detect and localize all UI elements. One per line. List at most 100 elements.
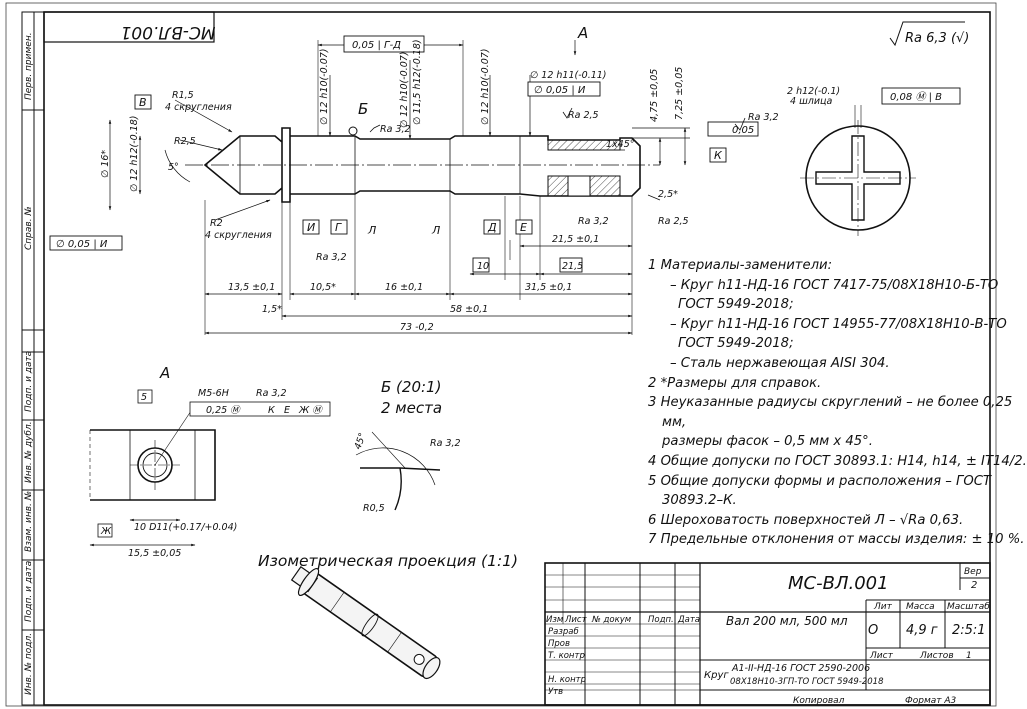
view-a-datum-zh-box: Ж [100,526,112,537]
datum-l2: Л [431,224,440,237]
note-1-sub-2: – Круг h11-НД-16 ГОСТ 14955-77/08Х18Н10-… [670,316,1007,332]
title-material-prefix: Круг [704,670,729,681]
datum-v: В [139,96,147,109]
view-b: Б (20:1) 2 места 45° Ra 3,2 R0,5 [352,378,460,514]
title-format: Формат А3 [905,696,957,706]
callout-b: Б [358,100,368,118]
view-b-subtitle: 2 места [381,399,442,417]
callout-r1-5-count: 4 скругления [165,102,232,113]
side-label-dubl: Инв. № дубл. [24,421,34,483]
title-material-line2: 08Х18Н10-3ГП-ТО ГОСТ 5949-2018 [730,677,884,687]
dia-1: ∅ 12 h10(-0.07) [319,48,330,125]
callout-angle: 5° [168,162,179,173]
datum-boxes [134,94,727,273]
title-part-name: Вал 200 мл, 500 мл [726,614,848,628]
title-col-list: Лист [564,615,588,625]
detail-b-circle [348,126,358,136]
callout-r1-5: R1,5 [172,90,194,101]
note-3-cont: мм, [662,414,687,430]
title-copied: Копировал [793,696,845,706]
top-code: МС-ВЛ.001 [121,22,216,42]
side-label-perv: Перв. примен. [24,32,34,100]
dim-10-5: 10,5* [310,282,336,293]
dim-1-5: 1,5* [262,304,282,315]
side-strip-labels: Перв. примен. Справ. № Подп. и дата Инв.… [24,32,34,695]
note-5-cont: 30893.2–К. [662,493,737,509]
spline-end-view [800,105,916,236]
title-lit-label: Лит [873,602,893,612]
dia-6: ∅ 16* [100,150,111,178]
title-mass-value: 4,9 г [906,623,938,638]
view-a-datum-zh: Ж Ⓜ [298,404,323,416]
view-a: А 5 М5-6Н Ra 3,2 0,25 Ⓜ К Е Ж Ⓜ Ж 10 D11… [89,364,331,559]
dia-5: ∅ 12 h11(-0.11) [530,70,607,81]
dim-16: 16 ±0,1 [385,282,423,293]
dim-21-5: 21,5 [562,261,583,272]
datum-k: К [714,149,723,162]
view-a-thread: М5-6Н [198,388,229,399]
top-code-box [43,11,215,43]
title-ver-label: Вер [964,567,982,577]
note-5: 5 Общие допуски формы и расположения – Г… [648,473,991,489]
isometric-view: Изометрическая проекция (1:1) [258,552,518,680]
callout-r2-count: 4 скругления [205,230,272,241]
view-a-tol: 0,25 Ⓜ [206,404,241,416]
dim-chamfer: 1x45° [606,139,635,150]
dim-73: 73 -0,2 [400,322,434,333]
dim-4-75: 4,75 ±0,05 [649,69,660,122]
title-scale-value: 2:5:1 [952,623,986,638]
dim-2-5: 2,5* [658,189,678,200]
view-b-angle: 45° [352,431,368,451]
dim-31-5: 31,5 ±0,1 [525,282,572,293]
title-role-razrab: Разраб [548,627,579,637]
title-lit-value: О [868,623,878,638]
dia-3: ∅ 11,5 h12(-0.18) [412,39,423,125]
tol-flat: 0,05 [732,125,754,136]
outer-frame [5,2,997,707]
side-label-podp1: Подп. и дата [24,351,34,412]
general-roughness-symbol [889,21,965,47]
dia-4: ∅ 12 h10(-0.07) [480,48,491,125]
view-a-rough: Ra 3,2 [256,388,287,399]
view-a-title: А [159,364,170,382]
rough-1: Ra 3,2 [380,124,411,135]
note-3-cont-2: размеры фасок – 0,5 мм х 45°. [662,434,873,450]
note-7: 7 Предельные отклонения от массы изделия… [648,532,1025,548]
view-b-radius: R0,5 [363,503,385,514]
title-sheets-value: 1 [966,651,972,661]
dia-7: ∅ 12 h12(-0.18) [129,115,140,192]
tol-runout: 0,05 | Г-Д [352,40,401,51]
datum-l1: Л [367,224,376,237]
view-a-dim-10: 10 D11(+0.17/+0.04) [134,522,237,533]
title-role-tkontr: Т. контр [548,651,585,661]
view-b-rough: Ra 3,2 [430,438,461,449]
note-1-sub-1-cont: ГОСТ 5949-2018; [678,297,794,313]
dim-spline-w: 2 h12(-0.1) [787,86,840,97]
title-sheets-label: Листов [919,651,954,661]
datum-d: Д [487,221,497,234]
title-scale-label: Масштаб [947,602,990,612]
title-ver-value: 2 [971,580,977,591]
datum-g: Г [335,221,342,234]
rough-2: Ra 2,5 [568,110,599,121]
view-a-datum-k: К [268,405,276,416]
note-1: 1 Материалы-заменители: [648,258,833,273]
note-1-sub-1: – Круг h11-НД-16 ГОСТ 7417-75/08Х18Н10-Б… [670,277,999,293]
side-label-podp2: Подп. и дата [24,561,34,622]
main-view [185,126,660,203]
view-a-dim-15-5: 15,5 ±0,05 [128,548,181,559]
technical-notes: 1 Материалы-заменители: – Круг h11-НД-16… [648,256,1027,550]
title-col-doc: № докум [591,615,632,625]
rough-3: Ra 3,2 [748,112,779,123]
rough-4: Ra 3,2 [578,216,609,227]
tol-sym: 0,08 Ⓜ | В [890,91,942,103]
callout-r2-5: R2,5 [174,136,196,147]
rough-5: Ra 2,5 [658,216,689,227]
note-1-sub-3: – Сталь нержавеющая AISI 304. [670,355,890,371]
side-strip [21,11,45,706]
general-roughness: Ra 6,3 (√) [905,31,969,46]
title-block [544,562,991,706]
note-2: 2 *Размеры для справок. [648,375,822,391]
view-b-title: Б (20:1) [381,378,441,396]
title-doc-code: МС-ВЛ.001 [788,573,889,594]
